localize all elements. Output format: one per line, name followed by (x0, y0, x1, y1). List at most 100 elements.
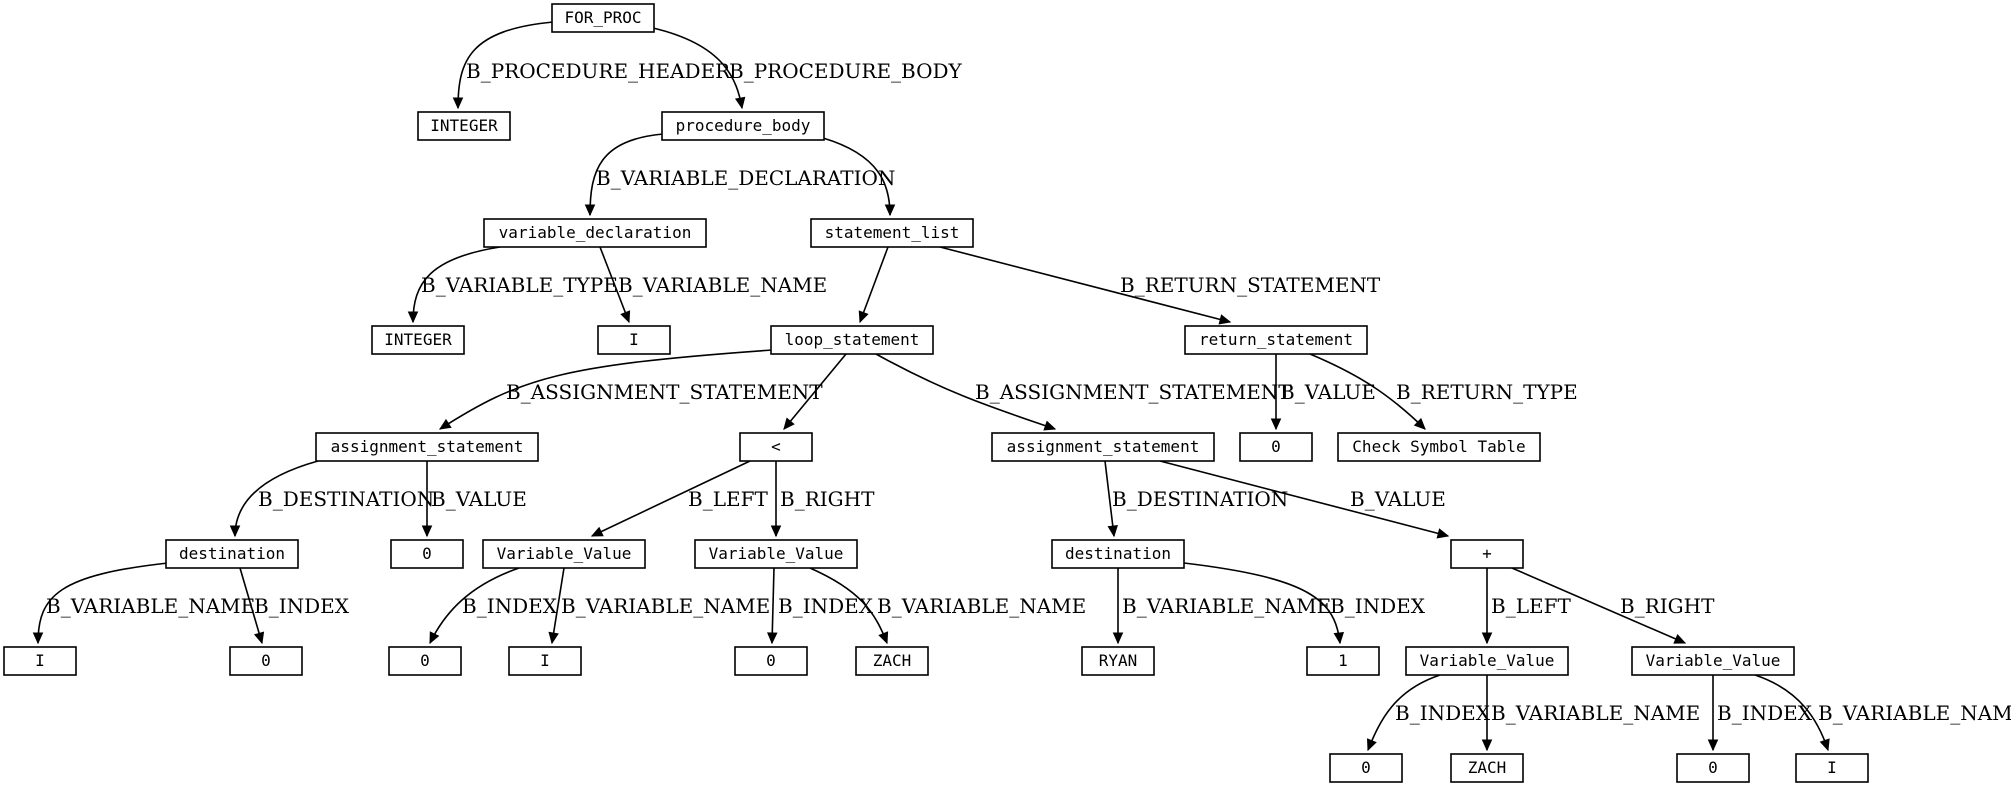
edge-n3-n5: B_VARIABLE_TYPE (407, 246, 618, 324)
node-box (770, 325, 934, 355)
edge-n9-n14: B_DESTINATION (229, 460, 434, 538)
node-label: 1 (1338, 651, 1348, 670)
edge-label: B_VARIABLE_NAME (877, 594, 1086, 618)
edge-label: B_RIGHT (1620, 594, 1715, 618)
arrow-head (1043, 420, 1057, 431)
node-box (388, 646, 462, 676)
edge-n16-n23: B_VARIABLE_NAME (548, 567, 770, 645)
node-label: + (1482, 544, 1492, 563)
node-label: 0 (1708, 758, 1718, 777)
node-label: destination (179, 544, 285, 563)
arrow-head (1107, 524, 1118, 538)
arrow-head (32, 632, 44, 645)
node-label: < (771, 437, 781, 456)
tree-node-n26: RYAN (1081, 646, 1155, 676)
tree-node-n10: < (739, 432, 813, 462)
node-label: 0 (422, 544, 432, 563)
node-box (483, 218, 707, 248)
node-box (229, 646, 303, 676)
node-box (417, 111, 511, 141)
edge-line (599, 246, 630, 323)
edge-n4-n8: B_RETURN_STATEMENT (939, 246, 1381, 325)
tree-node-n20: I (3, 646, 77, 676)
edge-line (37, 562, 169, 644)
node-label: Variable_Value (1646, 651, 1781, 670)
edge-line (939, 246, 1231, 323)
node-label: INTEGER (430, 116, 498, 135)
tree-node-n29: Variable_Value (1631, 646, 1795, 676)
tree-node-n17: Variable_Value (694, 539, 858, 569)
node-label: loop_statement (785, 330, 920, 349)
tree-node-n32: 0 (1676, 753, 1750, 783)
arrow-head (1436, 528, 1450, 539)
edge-label: B_VARIABLE_NAME (1122, 594, 1331, 618)
edge-label: B_VARIABLE_NAME (46, 594, 255, 618)
node-label: 0 (261, 651, 271, 670)
node-label: 0 (766, 651, 776, 670)
edge-line (1183, 562, 1341, 644)
edge-line (875, 353, 1056, 430)
node-label: 0 (1361, 758, 1371, 777)
edge-n14-n20: B_VARIABLE_NAME (32, 562, 255, 645)
node-box (1081, 646, 1155, 676)
tree-node-n30: 0 (1329, 753, 1403, 783)
node-label: I (35, 651, 45, 670)
edge-n0-n1: B_PROCEDURE_HEADER (452, 21, 731, 110)
tree-node-n33: I (1795, 753, 1869, 783)
edge-label: B_INDEX (1717, 701, 1813, 725)
node-label: Variable_Value (1420, 651, 1555, 670)
edge-label: B_PROCEDURE_BODY (729, 59, 963, 83)
edge-label: B_INDEX (778, 594, 874, 618)
arrow-head (1481, 739, 1493, 752)
node-box (661, 111, 825, 141)
edge-line (771, 567, 775, 644)
node-box (1676, 753, 1750, 783)
edge-label: B_ASSIGNMENT_STATEMENT (975, 380, 1292, 404)
node-label: assignment_statement (1007, 437, 1200, 456)
edge-label: B_RETURN_STATEMENT (1120, 273, 1381, 297)
arrow-head (253, 631, 265, 645)
edge-n14-n21: B_INDEX (239, 567, 350, 645)
edge-line (439, 349, 773, 430)
edge-n28-n31: B_VARIABLE_NAME (1481, 675, 1700, 752)
node-label: statement_list (825, 223, 960, 242)
edge-line (429, 567, 520, 644)
edge-label: B_INDEX (462, 594, 558, 618)
tree-node-n27: 1 (1306, 646, 1380, 676)
edge-label: B_LEFT (688, 487, 768, 511)
tree-node-n21: 0 (229, 646, 303, 676)
node-label: procedure_body (676, 116, 811, 135)
edge-line (589, 133, 664, 216)
arrow-head (1413, 417, 1426, 430)
edge-label: B_INDEX (254, 594, 350, 618)
edge-n7-n11: B_ASSIGNMENT_STATEMENT (875, 353, 1292, 431)
tree-node-n22: 0 (388, 646, 462, 676)
node-label: Variable_Value (709, 544, 844, 563)
tree-node-n9: assignment_statement (315, 432, 539, 462)
node-box (739, 432, 813, 462)
node-box (1329, 753, 1403, 783)
tree-node-n0: FOR_PROC (551, 3, 655, 33)
arrow-head (620, 310, 631, 324)
edge-line (591, 460, 751, 537)
node-box (991, 432, 1215, 462)
edge-n29-n32: B_INDEX (1707, 675, 1813, 752)
tree-node-n15: 0 (390, 539, 464, 569)
tree-node-n25: ZACH (855, 646, 929, 676)
edge-line (239, 567, 263, 644)
node-box (855, 646, 929, 676)
node-box (1450, 753, 1524, 783)
edge-label: B_VARIABLE_NAME (1491, 701, 1700, 725)
node-label: assignment_statement (331, 437, 524, 456)
edge-n17-n24: B_INDEX (767, 567, 874, 645)
edge-label: B_DESTINATION (1112, 487, 1288, 511)
edge-n2-n3: B_VARIABLE_DECLARATION (584, 133, 895, 217)
tree-node-n23: I (508, 646, 582, 676)
node-box (551, 3, 655, 33)
node-box (1184, 325, 1368, 355)
edge-line (1309, 353, 1426, 430)
node-label: INTEGER (384, 330, 452, 349)
